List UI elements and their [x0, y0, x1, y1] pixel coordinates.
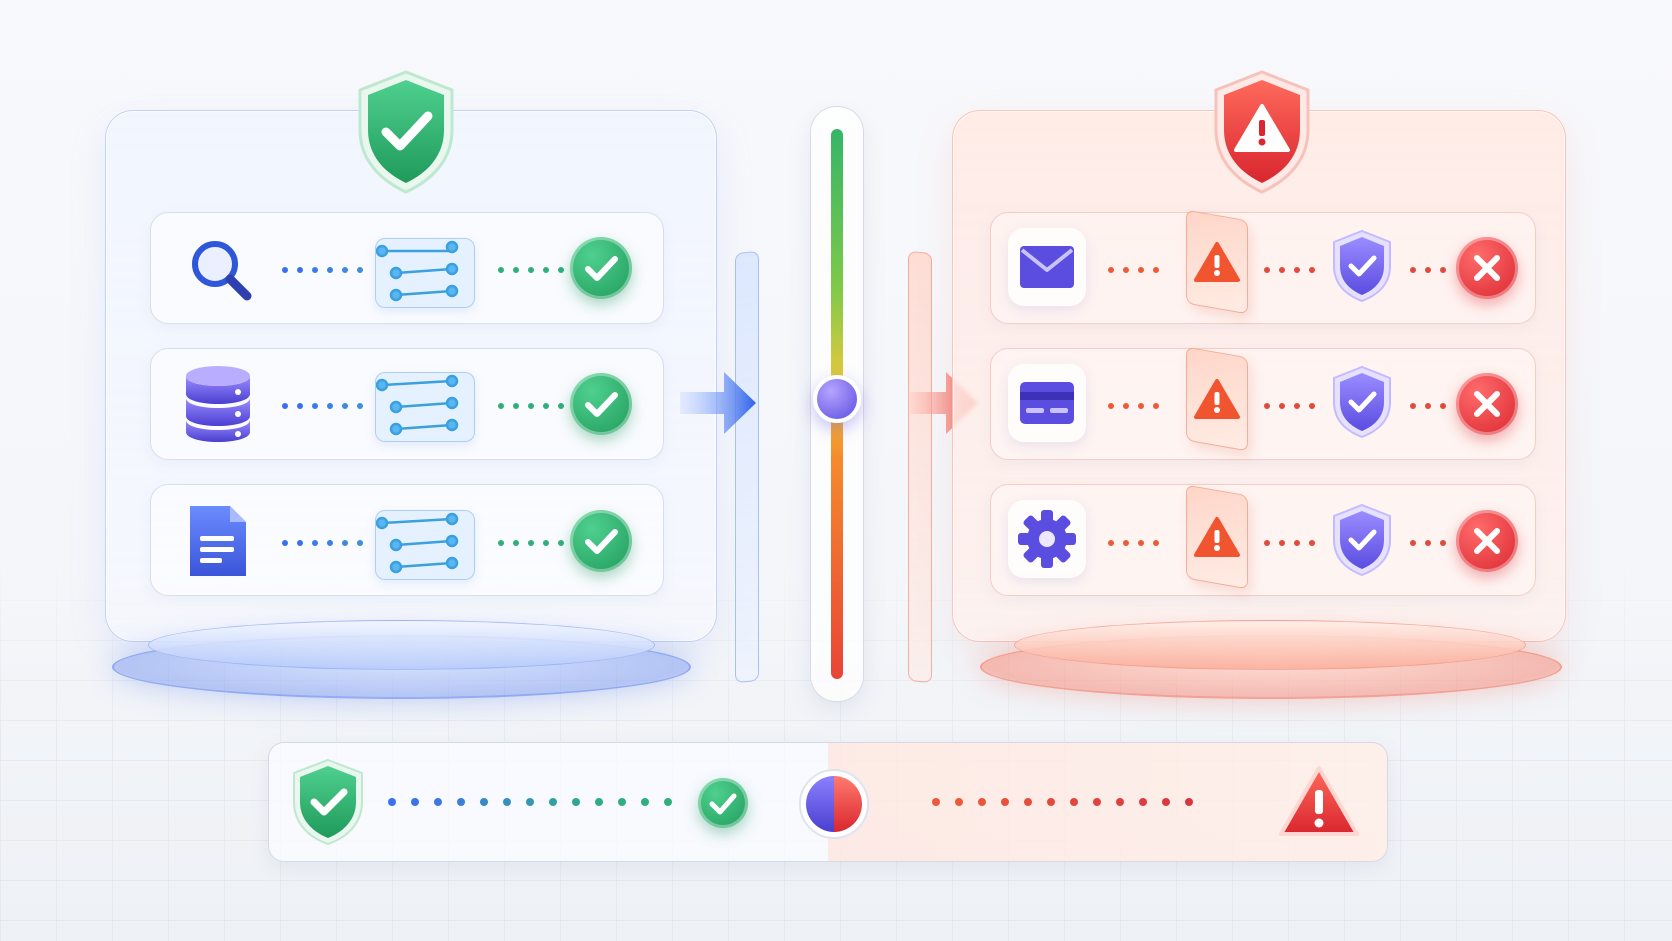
check-circle-icon: [570, 237, 632, 299]
connector-dots: [282, 403, 363, 409]
warning-card: [1186, 209, 1248, 315]
warning-card: [1186, 484, 1248, 590]
gear-icon: [1018, 510, 1076, 568]
connector-dots: [498, 403, 564, 409]
connector-dots: [498, 540, 564, 546]
shield-alert-icon: [1214, 70, 1310, 194]
connector-dots: [1108, 267, 1159, 273]
document-icon: [190, 506, 246, 576]
warning-icon: [1194, 517, 1240, 557]
progress-dots-risk: [932, 798, 1193, 806]
connector-dots: [1410, 267, 1446, 273]
connector-dots: [1264, 540, 1315, 546]
x-circle-icon: [1456, 373, 1518, 435]
flow-nodes-icon: [375, 238, 475, 308]
gauge-knob[interactable]: [813, 375, 861, 423]
glass-plate-blue: [735, 250, 759, 684]
split-knob-icon[interactable]: [798, 768, 870, 840]
warning-card: [1186, 346, 1248, 452]
glass-plate-red: [908, 250, 932, 684]
search-icon: [192, 241, 252, 301]
connector-dots: [282, 540, 363, 546]
safe-platform-top: [148, 620, 655, 670]
x-circle-icon: [1456, 510, 1518, 572]
x-circle-icon: [1456, 237, 1518, 299]
shield-check-icon: [358, 70, 454, 194]
arrow-right-icon: [680, 372, 756, 434]
progress-dots-safe: [388, 798, 672, 806]
check-circle-icon: [570, 373, 632, 435]
connector-dots: [1108, 403, 1159, 409]
check-circle-icon: [570, 510, 632, 572]
connector-dots: [1108, 540, 1159, 546]
flow-nodes-icon: [375, 510, 475, 580]
connector-dots: [498, 267, 564, 273]
shield-check-icon: [293, 758, 363, 846]
connector-dots: [282, 267, 363, 273]
warning-icon: [1194, 242, 1240, 282]
credit-card-icon-tile: [1008, 364, 1086, 442]
mail-icon-tile: [1008, 228, 1086, 306]
warning-icon: [1194, 378, 1240, 419]
database-icon: [186, 366, 250, 442]
risk-platform-top: [1014, 620, 1526, 670]
credit-card-icon: [1020, 382, 1074, 424]
gear-icon-tile: [1008, 500, 1086, 578]
connector-dots: [1264, 403, 1315, 409]
warning-triangle-icon: [1279, 766, 1359, 836]
shield-check-icon: [1333, 365, 1391, 439]
connector-dots: [1410, 540, 1446, 546]
connector-dots: [1410, 403, 1446, 409]
shield-check-icon: [1333, 503, 1391, 577]
shield-check-icon: [1333, 229, 1391, 303]
connector-dots: [1264, 267, 1315, 273]
check-circle-icon: [698, 778, 748, 828]
flow-nodes-icon: [375, 372, 475, 442]
mail-icon: [1020, 246, 1074, 288]
risk-gauge: [810, 106, 864, 702]
